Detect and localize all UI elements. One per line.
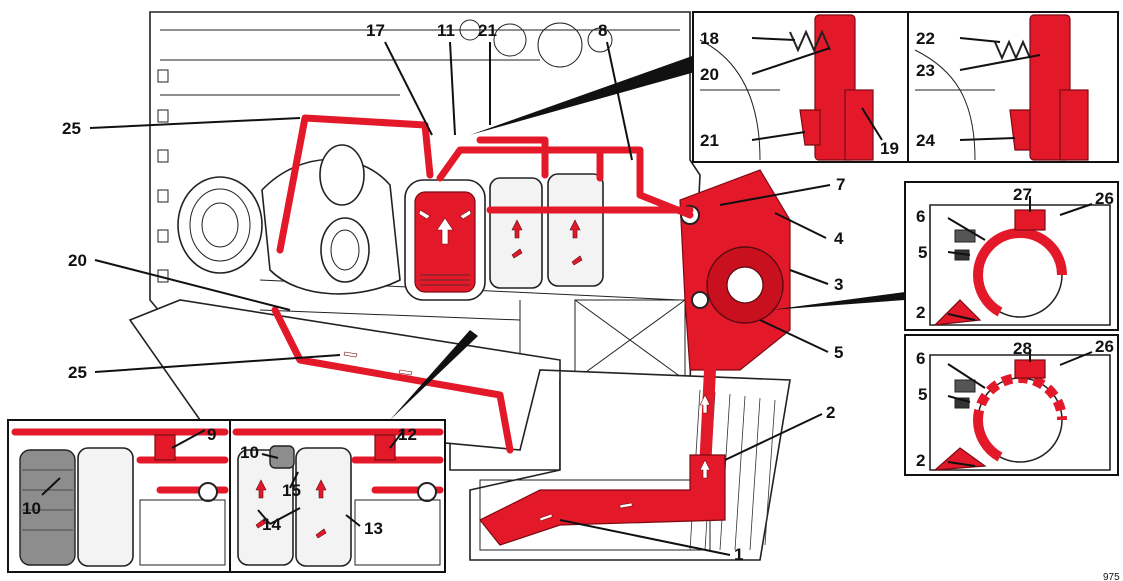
inset-label-26b: 26: [1095, 337, 1114, 356]
callout-25: 25: [68, 363, 87, 382]
oil-galleries: [271, 114, 726, 546]
callout-11: 11: [437, 21, 455, 40]
inset-label-2b: 2: [916, 451, 925, 470]
inset-label-27: 27: [1013, 185, 1032, 204]
inset-label-23: 23: [916, 61, 935, 80]
callout-5: 5: [834, 343, 843, 362]
callout-17: 20: [68, 251, 87, 270]
inset-label-5b: 5: [918, 385, 927, 404]
callout-21: 25: [62, 119, 81, 138]
inset-label-21: 21: [700, 131, 719, 150]
inset-top-left: 18 20 21 19: [692, 11, 909, 163]
oil-pump-housing: [679, 169, 791, 371]
inset-label-2: 2: [916, 303, 925, 322]
inset-label-28: 28: [1013, 339, 1032, 358]
callout-2: 2: [826, 403, 835, 422]
inset-label-14: 14: [262, 515, 281, 534]
inset-label-12: 12: [398, 425, 417, 444]
oil-filter: [404, 179, 486, 301]
inset-bottom-mid: 12 10 15 14 13: [229, 419, 446, 573]
callout-20: 21: [478, 21, 497, 40]
inset-label-5: 5: [918, 243, 927, 262]
spring-icon: [789, 29, 831, 53]
inset-label-19: 19: [880, 139, 899, 158]
inset-bottom-left: 9 10: [7, 419, 231, 573]
inset-bottom-right: 28 26 6 5 2: [904, 334, 1119, 476]
turbocharger: [177, 144, 401, 295]
inset-label-15: 15: [282, 481, 301, 500]
inset-label-9: 9: [207, 425, 216, 444]
inset-connectors: [390, 55, 905, 420]
inset-label-22: 22: [916, 29, 935, 48]
inset-label-6: 6: [916, 207, 925, 226]
callout-3: 3: [834, 275, 843, 294]
inset-label-18: 18: [700, 29, 719, 48]
inset-label-10: 10: [22, 499, 41, 518]
inset-label-24: 24: [916, 131, 935, 150]
callout-16: 17: [366, 21, 385, 40]
figure-code: 975: [1103, 572, 1120, 581]
inset-label-13: 13: [364, 519, 383, 538]
inset-label-6b: 6: [916, 349, 925, 368]
callout-1: 1: [734, 545, 743, 564]
callout-8: 8: [598, 21, 607, 40]
inset-label-20: 20: [700, 65, 719, 84]
callout-4: 4: [834, 229, 844, 248]
oil-cooler-stack: [489, 173, 604, 289]
inset-label-26: 26: [1095, 189, 1114, 208]
callout-7: 7: [836, 175, 845, 194]
inset-label-10b: 10: [240, 443, 259, 462]
inset-top-right: 22 23 24: [907, 11, 1119, 163]
spring-icon: [994, 39, 1031, 61]
leader-lines: [89, 41, 831, 556]
callout-labels: 25 17 11 21 8 7 4 3 5 2 20 25 1: [62, 21, 845, 564]
inset-mid-right: 27 26 6 5 2: [904, 181, 1119, 331]
